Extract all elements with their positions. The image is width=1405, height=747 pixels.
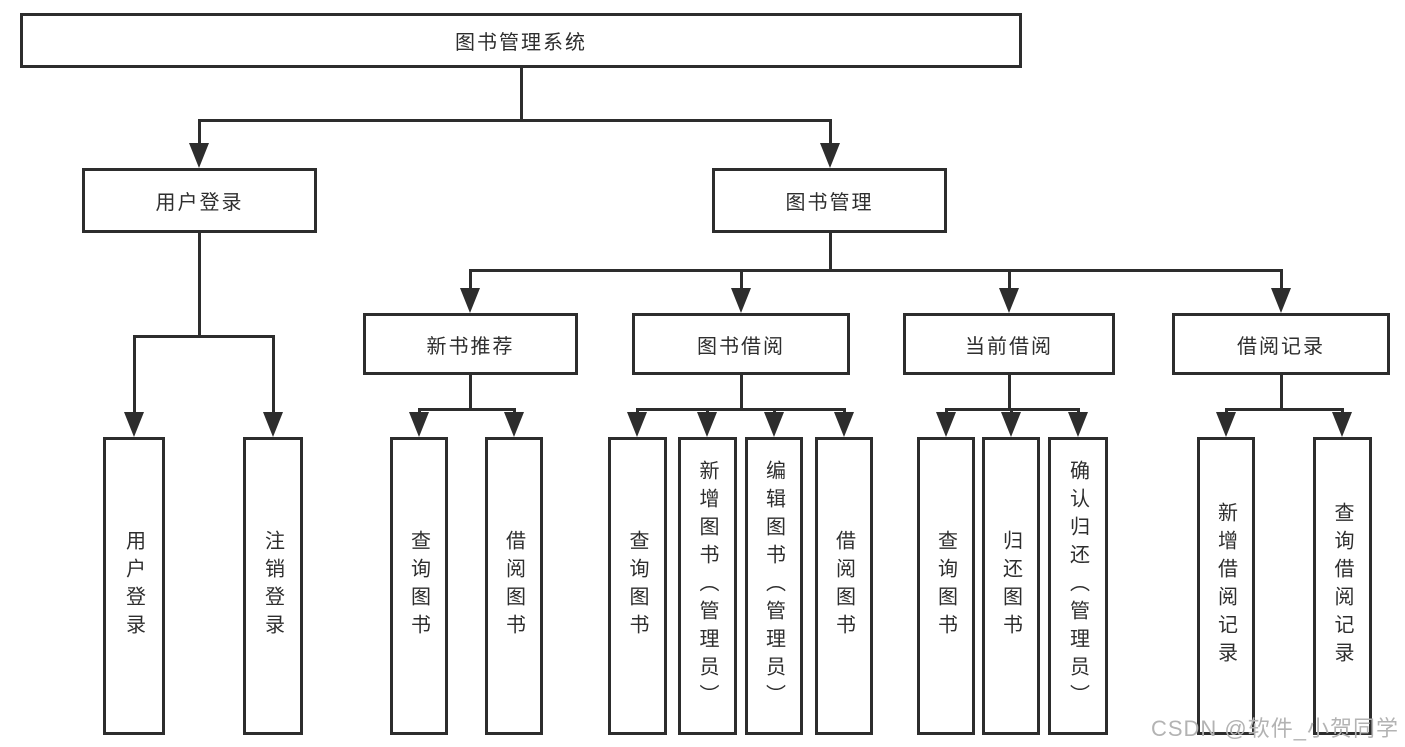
arrow-down-head bbox=[124, 412, 144, 437]
connector-to-book-borrow bbox=[740, 269, 743, 291]
connector-book-mgmt-stem bbox=[829, 233, 832, 272]
arrow-down-head bbox=[1068, 412, 1088, 437]
leaf-current-confirm-return-admin: 确认归还（管理员） bbox=[1048, 437, 1108, 735]
leaf-newbook-borrow-book: 借阅图书 bbox=[485, 437, 543, 735]
connector-to-new-book bbox=[469, 269, 472, 291]
node-new-book-recommend: 新书推荐 bbox=[363, 313, 578, 375]
node-book-mgmt: 图书管理 bbox=[712, 168, 947, 233]
connector-level2-branch bbox=[198, 119, 831, 122]
arrow-down-head bbox=[627, 412, 647, 437]
connector-borrow-record-branch bbox=[1225, 408, 1343, 411]
leaf-borrow-borrow-book: 借阅图书 bbox=[815, 437, 873, 735]
connector-borrow-record-stem bbox=[1280, 375, 1283, 410]
connector-book-borrow-branch bbox=[636, 408, 845, 411]
node-borrow-record: 借阅记录 bbox=[1172, 313, 1390, 375]
connector-new-book-stem bbox=[469, 375, 472, 410]
node-root: 图书管理系统 bbox=[20, 13, 1022, 68]
connector-book-borrow-stem bbox=[740, 375, 743, 410]
arrow-down-head bbox=[834, 412, 854, 437]
arrow-down-head bbox=[820, 143, 840, 168]
leaf-borrow-query-book: 查询图书 bbox=[608, 437, 667, 735]
leaf-user-login: 用户登录 bbox=[103, 437, 165, 735]
arrow-down-head bbox=[504, 412, 524, 437]
arrow-down-head bbox=[764, 412, 784, 437]
connector-new-book-branch bbox=[418, 408, 516, 411]
arrow-down-head bbox=[189, 143, 209, 168]
leaf-record-add-record: 新增借阅记录 bbox=[1197, 437, 1255, 735]
connector-current-borrow-stem bbox=[1008, 375, 1011, 410]
leaf-newbook-query-book: 查询图书 bbox=[390, 437, 448, 735]
node-book-borrow: 图书借阅 bbox=[632, 313, 850, 375]
connector-to-current-borrow bbox=[1008, 269, 1011, 291]
arrow-down-head bbox=[697, 412, 717, 437]
arrow-down-head bbox=[1216, 412, 1236, 437]
watermark-csdn: CSDN @软件_小贺同学 bbox=[1150, 716, 1399, 741]
arrow-down-head bbox=[936, 412, 956, 437]
connector-user-login-stem bbox=[198, 233, 201, 337]
node-user-login: 用户登录 bbox=[82, 168, 317, 233]
connector-to-user-login bbox=[198, 119, 201, 147]
leaf-current-return-book: 归还图书 bbox=[982, 437, 1040, 735]
connector-to-leaf-user-login bbox=[133, 335, 136, 415]
arrow-down-head bbox=[1001, 412, 1021, 437]
arrow-down-head bbox=[263, 412, 283, 437]
arrow-down-head bbox=[409, 412, 429, 437]
leaf-record-query-record: 查询借阅记录 bbox=[1313, 437, 1372, 735]
connector-user-branch bbox=[133, 335, 275, 338]
leaf-borrow-edit-book-admin: 编辑图书（管理员） bbox=[745, 437, 803, 735]
connector-to-book-mgmt bbox=[829, 119, 832, 147]
leaf-current-query-book: 查询图书 bbox=[917, 437, 975, 735]
leaf-logout: 注销登录 bbox=[243, 437, 303, 735]
arrow-down-head bbox=[460, 288, 480, 313]
connector-to-leaf-logout bbox=[272, 335, 275, 415]
arrow-down-head bbox=[1332, 412, 1352, 437]
arrow-down-head bbox=[1271, 288, 1291, 313]
arrow-down-head bbox=[999, 288, 1019, 313]
connector-to-borrow-record bbox=[1280, 269, 1283, 291]
connector-level3-branch bbox=[469, 269, 1282, 272]
arrow-down-head bbox=[731, 288, 751, 313]
connector-root-stem bbox=[520, 68, 523, 122]
leaf-borrow-add-book-admin: 新增图书（管理员） bbox=[678, 437, 737, 735]
node-current-borrow: 当前借阅 bbox=[903, 313, 1115, 375]
